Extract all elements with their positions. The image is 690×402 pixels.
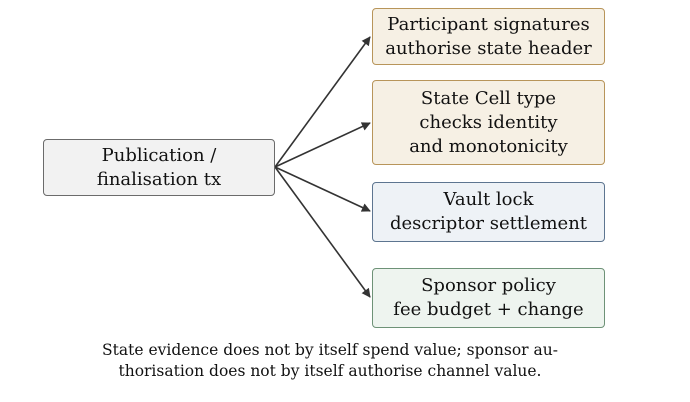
node-label-line: descriptor settlement: [389, 213, 588, 234]
arrow-to-state-cell-type: [274, 122, 371, 168]
arrow-to-sponsor-policy: [274, 166, 371, 298]
participant-signatures-node: Participant signatures authorise state h…: [372, 8, 605, 65]
state-cell-type-node: State Cell type checks identity and mono…: [372, 80, 605, 165]
node-label-line: and monotonicity: [409, 135, 568, 157]
caption-line: thorisation does not by itself authorise…: [118, 362, 542, 380]
node-label-line: Publication /: [101, 144, 217, 166]
node-label-line: State Cell type: [420, 87, 557, 109]
node-label-line: Participant signatures: [387, 13, 590, 35]
node-label-line: fee budget + change: [393, 299, 584, 320]
sponsor-policy-node: Sponsor policy fee budget + change: [372, 268, 605, 328]
node-label-line: finalisation tx: [96, 168, 222, 190]
node-label-line: Vault lock: [443, 189, 534, 210]
node-label-line: checks identity: [419, 111, 558, 133]
caption-line: State evidence does not by itself spend …: [102, 341, 558, 359]
node-label-line: authorise state header: [385, 37, 592, 59]
diagram-caption: State evidence does not by itself spend …: [100, 340, 560, 382]
publication-finalisation-tx-node: Publication / finalisation tx: [43, 139, 275, 196]
vault-lock-node: Vault lock descriptor settlement: [372, 182, 605, 242]
arrow-to-vault-lock: [274, 166, 371, 212]
arrow-to-participant-signatures: [274, 36, 371, 168]
node-label-line: Sponsor policy: [421, 275, 556, 296]
